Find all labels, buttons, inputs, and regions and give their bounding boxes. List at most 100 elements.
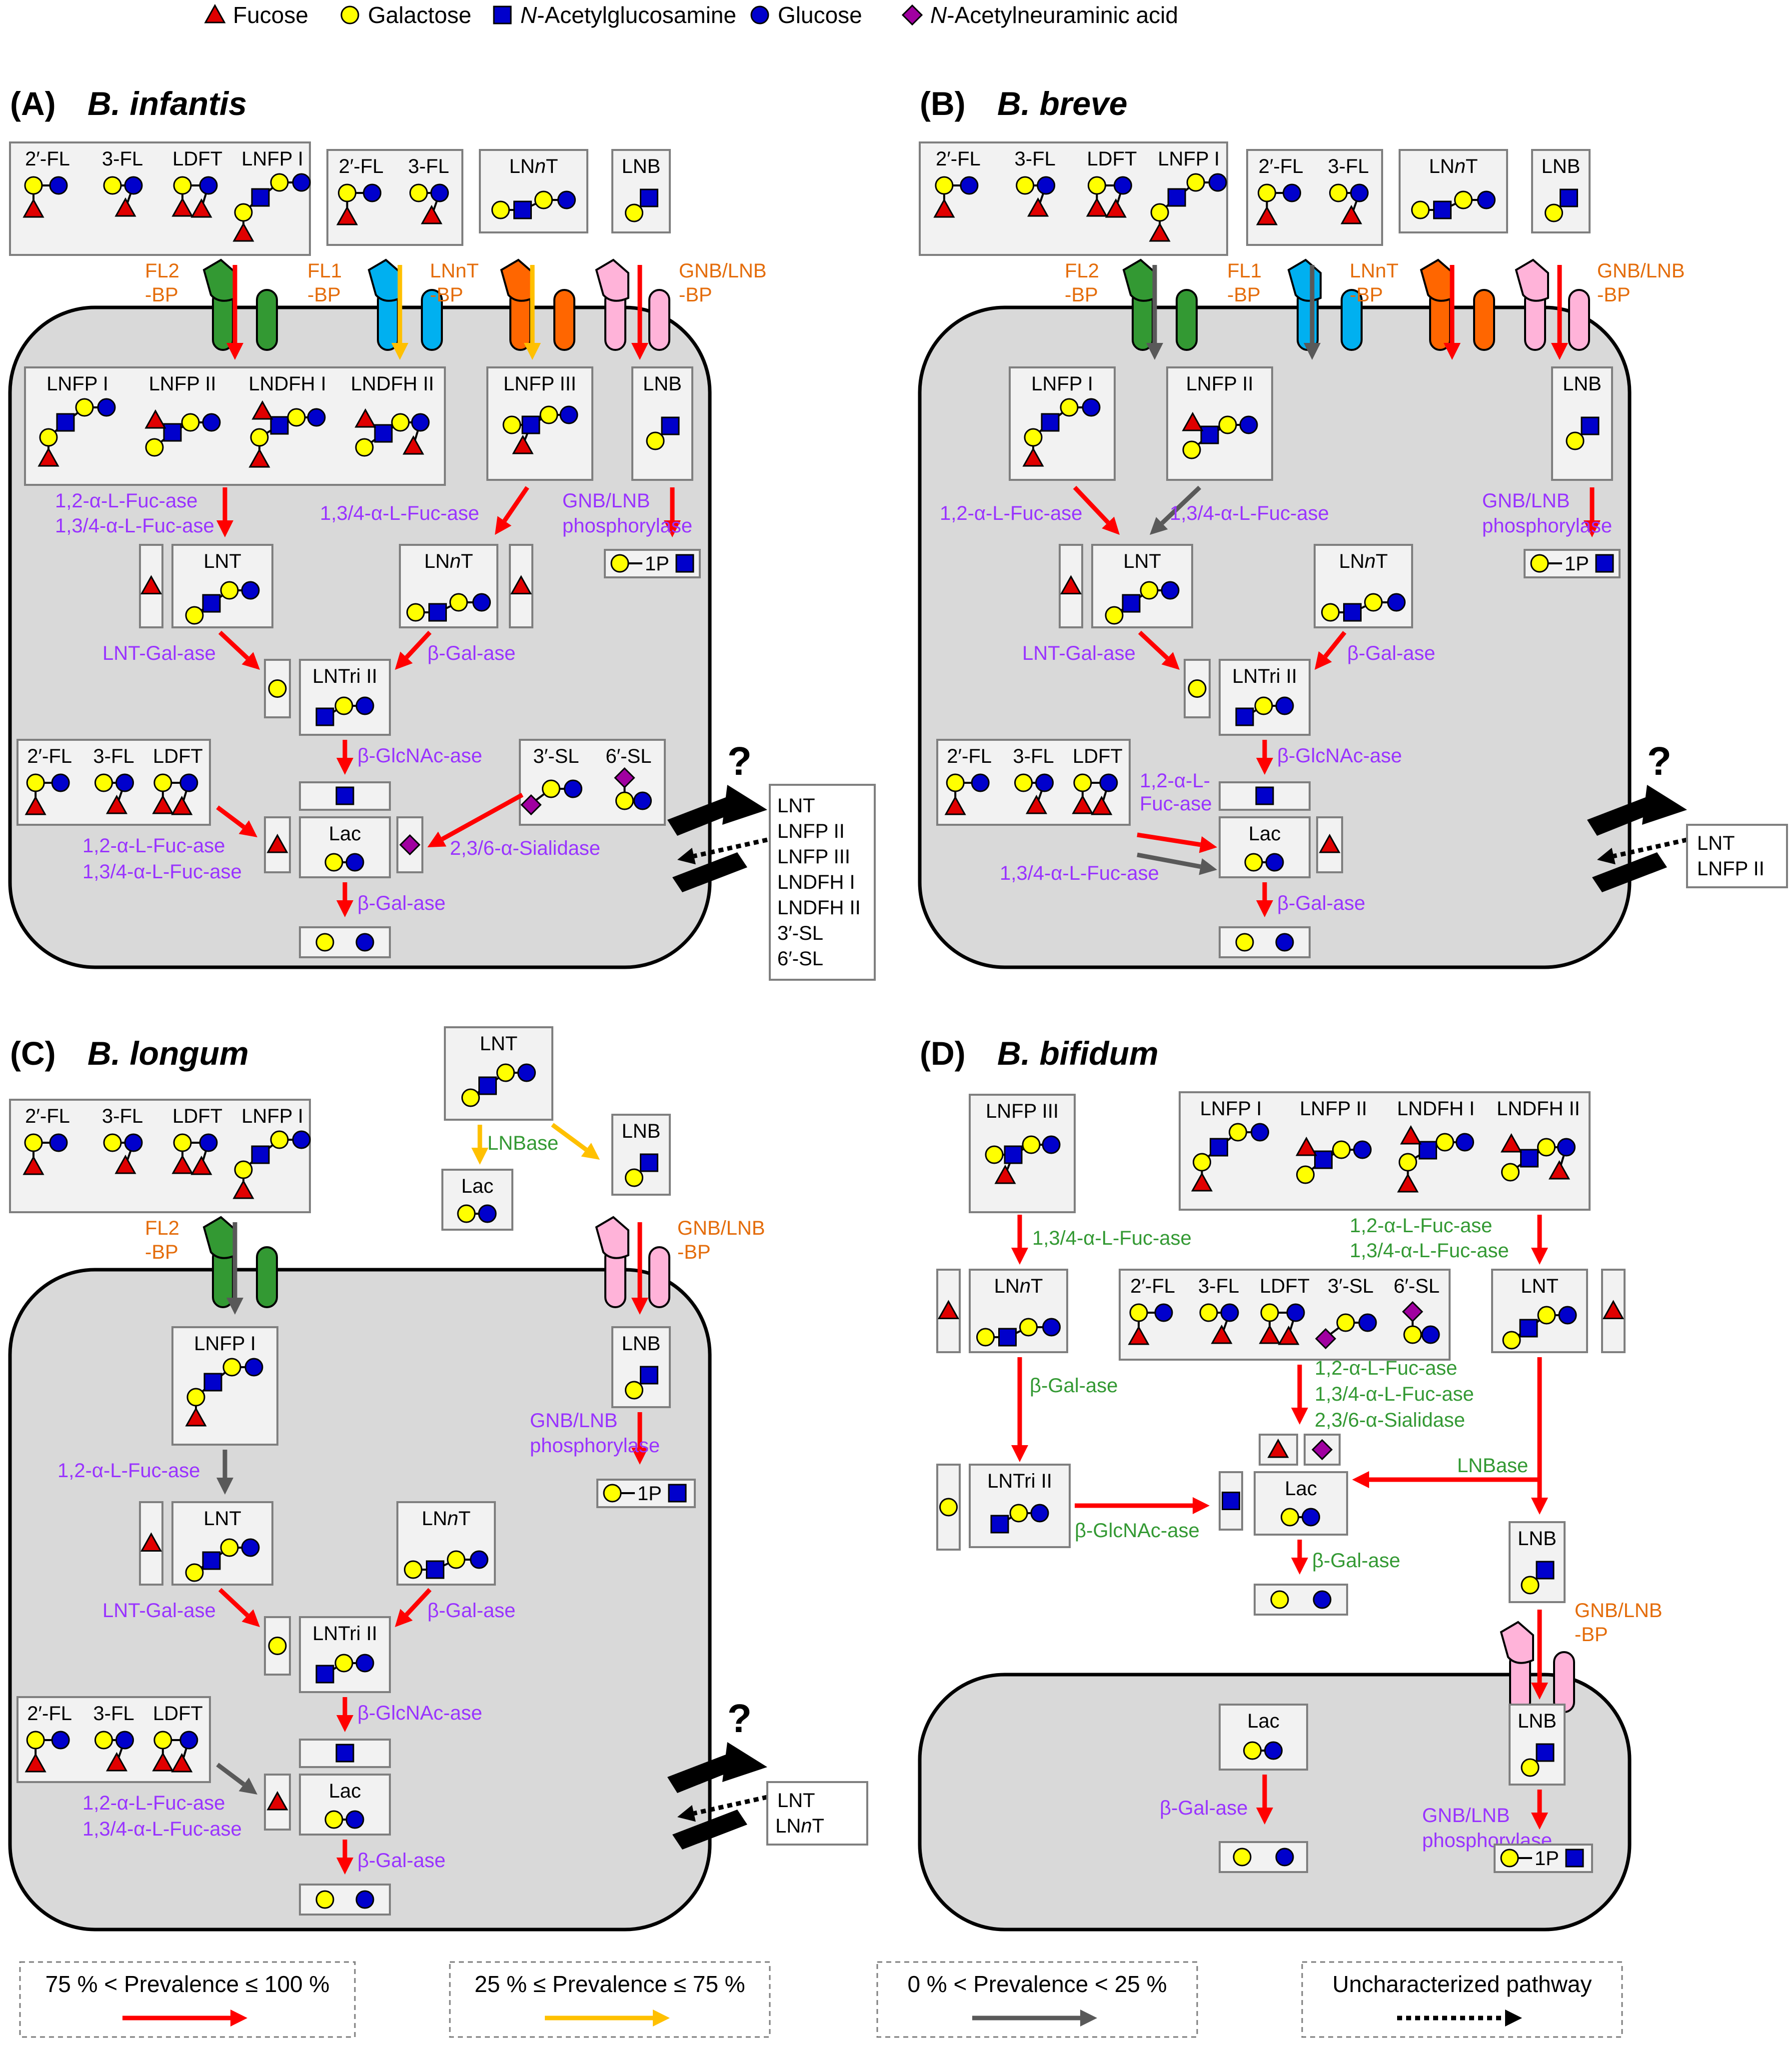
oligosaccharide-name: LNB (1542, 155, 1581, 177)
uncharacterized-arrow-head (1597, 848, 1616, 865)
enzyme-name: 1,3/4-α-L-Fuc-ase (1350, 1240, 1509, 1262)
galactose-icon (315, 1890, 334, 1909)
galactose-icon (610, 554, 629, 573)
fucose-icon (420, 204, 443, 224)
reaction-arrow-head (241, 652, 260, 670)
glcnac-icon (163, 423, 182, 442)
galactose-icon (173, 1133, 192, 1152)
glcnac-icon (1210, 1138, 1228, 1157)
transporter-subunit (648, 289, 670, 351)
reaction-arrow-head (336, 900, 353, 917)
oligosaccharide-name: 2′-FL (27, 1703, 72, 1725)
galactose-icon (1254, 696, 1273, 715)
glucose-icon (1302, 1508, 1320, 1527)
uncharacterized-arrow-head (677, 848, 696, 865)
reaction-arrow-head (1315, 651, 1332, 670)
glucose-icon (179, 1731, 198, 1750)
fucose-icon (140, 575, 162, 594)
fucose-icon (1027, 197, 1049, 217)
galactose-icon (234, 203, 253, 222)
oligosaccharide-name: LNnT (509, 155, 558, 177)
glucose-icon (517, 1063, 536, 1082)
fucose-icon (152, 1752, 174, 1772)
oligosaccharide-name: LNB (1518, 1710, 1557, 1732)
fucose-icon (1182, 411, 1204, 431)
fucose-icon (1500, 1133, 1523, 1153)
oligosaccharide-name: LNTri II (1232, 665, 1297, 687)
oligosaccharide-name: LNTri II (312, 665, 377, 687)
transporter-name: FL2 (1065, 260, 1099, 282)
legend-arrow-head (653, 2010, 670, 2027)
reaction-arrow-head (1256, 900, 1273, 917)
transporter-name: -BP (1227, 284, 1261, 306)
uncharacterized-substrate: LNFP II (777, 820, 845, 842)
galactose-icon (334, 1654, 353, 1673)
galactose-icon (153, 1731, 172, 1750)
transporter-subunit (1568, 289, 1590, 351)
reaction-arrow-head (427, 831, 446, 847)
glcnac-icon (668, 1484, 687, 1503)
galactose-icon (181, 413, 200, 432)
galactose-icon (185, 606, 204, 625)
fucose-icon (105, 794, 128, 814)
oligosaccharide-name: 3-FL (1015, 148, 1056, 170)
uncharacterized-substrate: LNDFH I (777, 871, 855, 893)
glcnac-icon (426, 1560, 444, 1579)
legend-arrow-head (230, 2010, 247, 2027)
reaction-arrow-head (631, 343, 648, 360)
reaction-arrow-head (241, 1609, 260, 1627)
glcnac-icon (1343, 603, 1362, 622)
fucose-icon (171, 1154, 193, 1174)
glucose-icon (1557, 1138, 1576, 1157)
galactose-icon (646, 431, 665, 450)
reaction-arrow-head (1551, 343, 1568, 360)
glucose-icon (1456, 1133, 1474, 1152)
panel-label: (C) (10, 1035, 56, 1072)
neu5ac-icon (520, 794, 542, 816)
fucose-icon (1060, 575, 1082, 594)
unknown-transporter-icon (1587, 795, 1662, 836)
enzyme-name: β-Gal-ase (357, 892, 445, 914)
fucose-icon (171, 795, 193, 815)
galactose-icon (268, 679, 287, 698)
fucose-icon (510, 575, 532, 594)
galactose-icon (1233, 1848, 1252, 1867)
legend-arrow-head (1505, 2010, 1522, 2027)
fucose-icon (105, 1752, 128, 1772)
unknown-transporter-head (722, 785, 767, 825)
glucose-icon (51, 773, 70, 792)
glcnac-icon (1419, 1141, 1437, 1160)
glucose-icon (633, 791, 652, 810)
legend-arrow-head (1080, 2010, 1097, 2027)
galactose-icon (340, 5, 359, 24)
neu5ac-icon (1402, 1301, 1424, 1323)
reaction-arrow-head (1199, 836, 1217, 853)
glcnac-icon (521, 415, 540, 434)
fucose-icon (1149, 222, 1171, 242)
oligosaccharide-box (1551, 366, 1613, 481)
fucose-icon (24, 1753, 46, 1773)
transporter-subunit (1473, 289, 1495, 351)
oligosaccharide-name: 2′-FL (339, 155, 384, 177)
oligosaccharide-name: LNFP II (1186, 373, 1254, 395)
transporter-subunit (256, 289, 278, 351)
oligosaccharide-name: 2′-FL (27, 745, 72, 767)
fucose-icon (933, 198, 955, 218)
glucose-icon (1220, 1303, 1239, 1322)
enzyme-name: 2,3/6-α-Sialidase (450, 837, 600, 859)
monosaccharide-box (509, 544, 533, 628)
glucose-icon (557, 190, 576, 209)
enzyme-name: 1,3/4-α-L-Fuc-ase (82, 861, 242, 883)
glucose-icon (1358, 1313, 1377, 1332)
oligosaccharide-name: LNFP I (194, 1333, 256, 1355)
oligosaccharide-box (519, 739, 666, 826)
fucose-icon (1267, 1438, 1289, 1458)
enzyme-name: 1,2-α-L-Fuc-ase (82, 1792, 225, 1814)
transporter-subunit (1176, 289, 1198, 351)
galactose-icon (1218, 415, 1237, 434)
fucose-icon (1602, 1300, 1625, 1319)
galactose-icon (334, 696, 353, 715)
galactose-icon (603, 1484, 622, 1503)
enzyme-name: 1,3/4-α-L-Fuc-ase (82, 1818, 242, 1840)
reaction-arrow-head (238, 820, 257, 837)
